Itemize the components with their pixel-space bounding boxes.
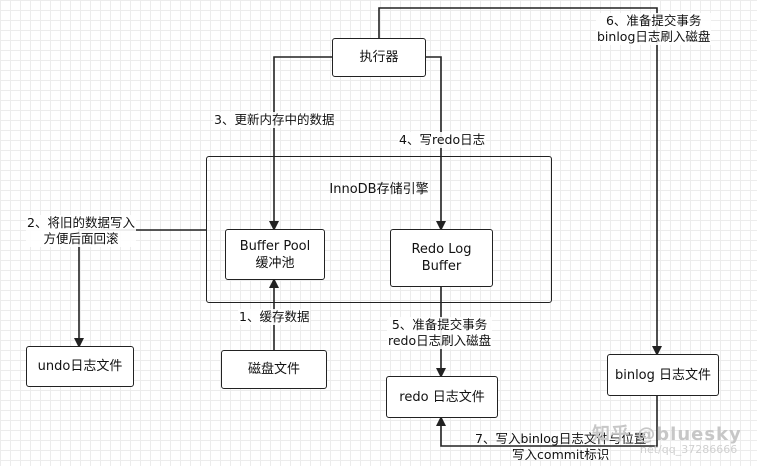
- step-5-text-line2: redo日志刷入磁盘: [388, 333, 492, 348]
- redo-file-label: redo 日志文件: [399, 389, 485, 405]
- step-7-label: 7、写入binlog日志文件与位置 写入commit标识: [474, 431, 647, 463]
- watermark-main-text: 知乎 @bluesky: [592, 424, 742, 445]
- redo-file-node: redo 日志文件: [386, 376, 498, 418]
- arrow-executor-to-binlog: [378, 7, 662, 356]
- step-4-label: 4、写redo日志: [398, 132, 487, 148]
- step-2-text-line1: 2、将旧的数据写入: [27, 215, 135, 230]
- step-5-text-line1: 5、准备提交事务: [391, 317, 488, 332]
- step-6-text-line1: 6、准备提交事务: [605, 13, 702, 28]
- watermark-sub-text: net/qq_37286666: [640, 443, 738, 456]
- step-7-text-line1: 7、写入binlog日志文件与位置: [475, 431, 647, 446]
- step-3-label: 3、更新内存中的数据: [213, 112, 336, 128]
- binlog-file-label: binlog 日志文件: [614, 367, 712, 383]
- binlog-file-node: binlog 日志文件: [607, 354, 719, 396]
- arrow-executor-to-redo-buffer: [426, 56, 446, 231]
- executor-node: 执行器: [332, 38, 426, 77]
- disk-file-node: 磁盘文件: [221, 350, 327, 389]
- watermark-main: 知乎 @bluesky: [592, 420, 742, 446]
- step-5-label: 5、准备提交事务 redo日志刷入磁盘: [387, 317, 493, 349]
- step-4-text: 4、写redo日志: [399, 132, 486, 147]
- step-7-text-line2: 写入commit标识: [512, 447, 610, 462]
- disk-file-label: 磁盘文件: [247, 362, 300, 377]
- buffer-pool-label-line1: Buffer Pool: [239, 238, 311, 254]
- redo-log-buffer-label-line1: Redo Log: [411, 242, 472, 257]
- step-2-text-line2: 方便后面回滚: [43, 231, 119, 246]
- arrow-executor-to-buffer-pool: [269, 56, 332, 231]
- undo-file-label: undo日志文件: [37, 359, 123, 374]
- step-1-text: 1、缓存数据: [239, 309, 310, 324]
- watermark-sub: net/qq_37286666: [640, 443, 737, 456]
- step-1-label: 1、缓存数据: [238, 309, 311, 325]
- redo-log-buffer-node: Redo Log Buffer: [390, 229, 493, 287]
- innodb-engine-label: InnoDB存储引擎: [329, 182, 429, 197]
- executor-label: 执行器: [359, 50, 399, 65]
- buffer-pool-label-line2: 缓冲池: [255, 255, 295, 271]
- step-6-text-line2: binlog日志刷入磁盘: [597, 29, 711, 44]
- buffer-pool-node: Buffer Pool 缓冲池: [225, 229, 325, 280]
- undo-file-node: undo日志文件: [26, 346, 134, 387]
- step-6-label: 6、准备提交事务 binlog日志刷入磁盘: [596, 13, 712, 45]
- arrow-binlog-to-redo-file: [436, 396, 658, 447]
- arrow-engine-to-undo: [74, 229, 206, 348]
- step-2-label: 2、将旧的数据写入 方便后面回滚: [26, 215, 136, 247]
- innodb-engine-container: InnoDB存储引擎: [206, 156, 552, 303]
- step-3-text: 3、更新内存中的数据: [214, 112, 335, 127]
- redo-log-buffer-label-line2: Buffer: [421, 259, 462, 274]
